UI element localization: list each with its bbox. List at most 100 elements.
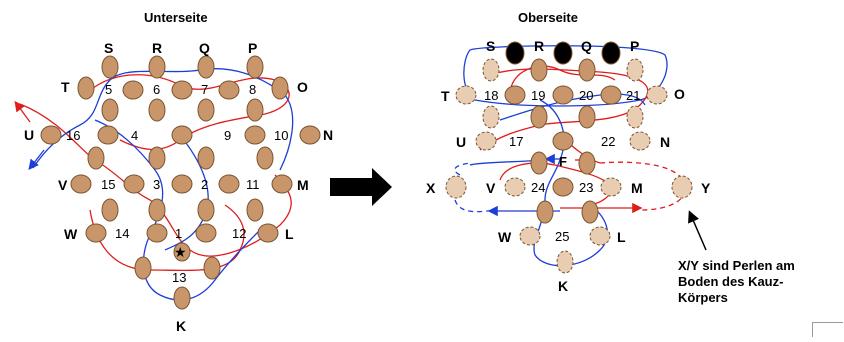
bead (87, 146, 105, 170)
bead (257, 223, 279, 243)
bead-light (482, 105, 500, 129)
right-center-label-F: F (559, 154, 567, 169)
left-number-12: 12 (232, 226, 247, 241)
bead (271, 174, 293, 194)
bead (146, 223, 168, 243)
left-number-4: 4 (131, 128, 139, 143)
left-number-15: 15 (101, 177, 116, 192)
bead (173, 286, 191, 310)
right-label-Y: Y (701, 180, 711, 196)
bead (171, 174, 193, 194)
star-icon: ★ (174, 244, 187, 260)
right-label-W: W (498, 229, 512, 245)
bead (536, 200, 554, 224)
bead (195, 223, 217, 243)
bead (101, 198, 119, 222)
right-number-21: 21 (626, 88, 641, 103)
bead-light (482, 58, 500, 82)
bead-light (475, 131, 497, 151)
bead (148, 98, 166, 122)
bead (578, 105, 596, 129)
left-number-7: 7 (201, 82, 209, 97)
left-label-T: T (61, 79, 70, 95)
bead (85, 223, 107, 243)
bead (148, 198, 166, 222)
left-label-R: R (152, 40, 163, 56)
bead (246, 55, 264, 79)
bead (246, 198, 264, 222)
left-panel-title: Unterseite (144, 10, 208, 25)
bead (578, 58, 596, 82)
right-label-S: S (486, 38, 496, 54)
right-label-L: L (617, 229, 626, 245)
bead-light (556, 250, 574, 274)
bead (600, 85, 622, 105)
right-label-P: P (630, 38, 640, 54)
right-label-V: V (486, 180, 496, 196)
left-number-3: 3 (153, 177, 161, 192)
right-label-X: X (426, 180, 436, 196)
bead-light (626, 58, 644, 82)
bead-light (519, 226, 541, 246)
bead-black (601, 41, 621, 65)
left-label-U: U (24, 127, 35, 143)
bead (148, 146, 166, 170)
bead (218, 174, 240, 194)
bead-black (505, 41, 525, 65)
bead (552, 85, 574, 105)
right-number-24: 24 (531, 180, 546, 195)
left-beads (40, 55, 321, 310)
bead (101, 55, 119, 79)
right-number-23: 23 (579, 180, 594, 195)
right-label-N: N (660, 134, 671, 150)
right-number-25: 25 (555, 229, 570, 244)
bead (197, 146, 215, 170)
bead (256, 146, 274, 170)
bead (134, 256, 152, 280)
page-corner-mark (812, 322, 843, 337)
bead-light (646, 85, 668, 105)
left-number-13: 13 (172, 270, 187, 285)
bead (97, 125, 119, 145)
bead-black (553, 41, 573, 65)
bead (173, 242, 191, 262)
bead (218, 80, 240, 100)
bead (77, 76, 95, 100)
bead (197, 98, 215, 122)
left-number-10: 10 (274, 128, 289, 143)
right-label-M: M (631, 180, 643, 196)
bead (552, 131, 574, 151)
bead (530, 58, 548, 82)
left-label-S: S (104, 40, 114, 56)
right-label-K: K (558, 278, 569, 294)
bead-light (626, 105, 644, 129)
left-label-V: V (58, 177, 68, 193)
right-label-T: T (441, 88, 450, 104)
bead (203, 256, 221, 280)
bead (122, 80, 144, 100)
bead (504, 85, 526, 105)
right-number-20: 20 (579, 88, 594, 103)
right-panel-title: Oberseite (518, 10, 578, 25)
bead (148, 55, 166, 79)
bead (40, 125, 62, 145)
right-label-O: O (674, 86, 685, 102)
bead (171, 80, 193, 100)
note-pointer-arrow (688, 210, 707, 251)
bead (70, 174, 92, 194)
bead (123, 174, 145, 194)
bead-light (445, 175, 467, 199)
left-label-L: L (285, 226, 294, 242)
bead (299, 125, 321, 145)
annotation-note: X/Y sind Perlen am Boden des Kauz-Körper… (678, 258, 795, 305)
bead (578, 151, 596, 175)
left-number-16: 16 (66, 128, 81, 143)
bead-light (589, 226, 611, 246)
left-label-Q: Q (199, 40, 210, 56)
right-number-19: 19 (531, 88, 546, 103)
left-number-2: 2 (201, 177, 209, 192)
right-beads (445, 41, 693, 274)
left-label-O: O (297, 79, 308, 95)
left-number-11: 11 (246, 177, 260, 192)
